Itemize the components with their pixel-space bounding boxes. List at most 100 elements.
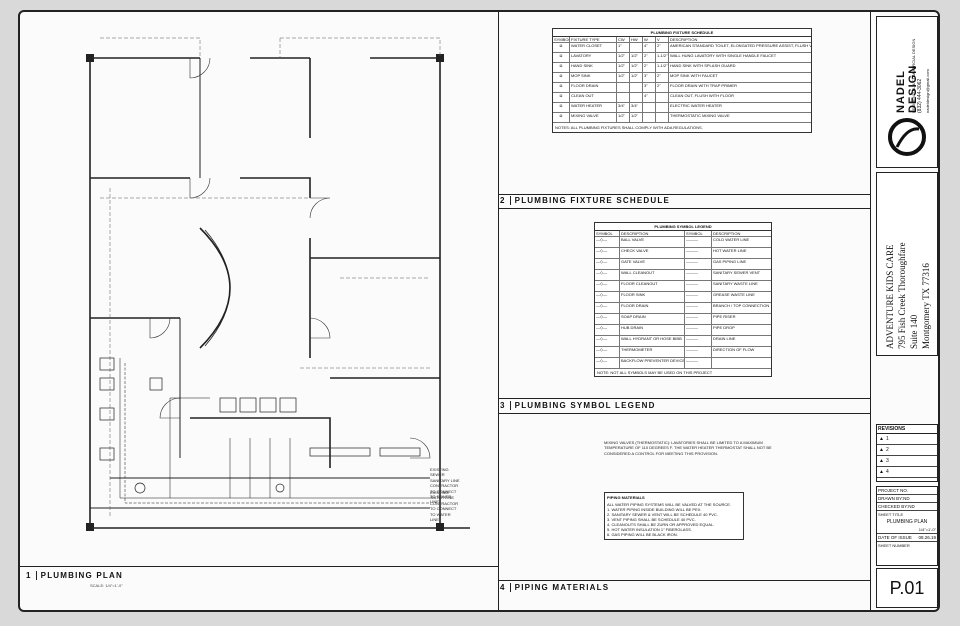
legend-line-icon: ——— [685,314,712,324]
fixture-title-text: PLUMBING FIXTURE SCHEDULE [514,196,670,205]
piping-num: 4 [500,583,511,592]
fixture-desc: THERMOSTATIC MIXING VALVE [670,113,730,118]
fixture-cw: 1" [617,43,630,52]
fixture-w [643,103,656,112]
revision-row: ▲4 [877,467,937,478]
legend-row: —◇—WALL CLEANOUT———SANITARY SEWER VENT [595,270,771,281]
legend-symbol-icon: —◇— [595,292,620,302]
fixture-hw: 1/2" [630,53,643,62]
fixture-header-row: SYMBOL FIXTURE TYPE CW HW W V DESCRIPTIO… [553,37,811,43]
piping-materials-box: PIPING MATERIALS ALL WATER PIPING SYSTEM… [604,492,744,540]
project-city: Montgomery TX 77316 [921,263,931,349]
fixture-cw: 1/2" [617,53,630,62]
fixture-v [656,113,669,122]
project-no: PROJECT NO. [877,487,937,495]
fixture-hw: 1/2" [630,73,643,82]
piping-line: 5. HOT WATER INSULATION 1" FIBERGLASS. [607,527,692,532]
sheet-title: PLUMBING PLAN [886,519,928,525]
project-address-2: Suite 140 [909,314,919,349]
fixture-v: 1-1/2" [656,63,669,72]
revision-triangle-icon: ▲ [879,436,884,442]
revision-triangle-icon: ▲ [879,447,884,453]
fixture-type: WATER CLOSET [570,43,617,52]
fixture-cw: 1/2" [617,63,630,72]
symbol-legend-heading: PLUMBING SYMBOL LEGEND [595,223,771,231]
fixture-desc: CLEAN OUT, FLUSH WITH FLOOR [670,93,735,98]
legend-line-icon: ——— [685,358,712,368]
legend-symbol-icon: —◇— [595,336,620,346]
fixture-hw: 3/4" [630,103,643,112]
legend-col-symbol-2: SYMBOL [685,231,712,236]
fixture-notes: NOTES: ALL PLUMBING FIXTURES SHALL COMPL… [555,125,703,130]
legend-line-icon: ——— [685,303,712,313]
legend-row: —◇—WALL HYDRANT OR HOSE BIBB———DRAIN LIN… [595,336,771,347]
project-address-1: 795 Fish Creek Thoroughfare [897,242,907,349]
legend-desc: DIRECTION OF FLOW [713,347,755,352]
firm-block: NADEL DESIGN RESIDENTIAL & COMMERCIAL DE… [876,16,938,168]
drawing-sheet: EXISTING SEWER SANITARY LINE CONTRACTOR … [18,10,940,612]
fixture-v [656,93,669,102]
water-callout: EXISTING WATER LINE CONTRACTOR TO CONNEC… [430,490,459,522]
fixture-col-type: FIXTURE TYPE [570,37,617,42]
fixture-w: 2" [643,63,656,72]
piping-line: ALL WATER PIPING SYSTEMS WILL BE VALVED … [607,502,732,507]
legend-symbol-icon: —◇— [595,248,620,258]
legend-desc: THERMOMETER [620,347,685,357]
date-value: 08.26.19 [918,535,936,540]
fixture-desc: FLOOR DRAIN WITH TRAP PRIMER [670,83,737,88]
legend-symbol-icon: —◇— [595,303,620,313]
fixture-w: 4" [643,93,656,102]
fixture-v: 2" [656,73,669,82]
legend-desc: PIPE RISER [713,314,736,319]
legend-line-icon: ——— [685,292,712,302]
fixture-hw: 1/2" [630,113,643,122]
fixture-desc: WALL HUNG LAVATORY WITH SINGLE HANDLE FA… [670,53,777,58]
fixture-type: LAVATORY [570,53,617,62]
fixture-hw [630,93,643,102]
legend-symbol-icon: —◇— [595,281,620,291]
fixture-type: HAND SINK [570,63,617,72]
legend-desc: DRAIN LINE [713,336,736,341]
plan-title: 1 PLUMBING PLAN [26,571,123,580]
sheet-title-label: SHEET TITLE [878,512,904,517]
fixture-col-desc: DESCRIPTION [670,37,698,42]
fixture-symbol-icon: ◘ [553,53,570,62]
revision-row: ▲3 [877,456,937,467]
plumbing-floor-plan [86,37,470,531]
legend-row: —◇—FLOOR CLEANOUT———SANITARY WASTE LINE [595,281,771,292]
sheet-number-label: SHEET NUMBER [878,543,910,548]
fixture-symbol-icon: ◘ [553,63,570,72]
piping-line: 6. GAS PIPING WILL BE BLACK IRON. [607,532,678,537]
revision-mark: 4 [885,469,889,475]
legend-symbol-icon: —◇— [595,270,620,280]
symbol-legend-table: PLUMBING SYMBOL LEGEND SYMBOL DESCRIPTIO… [594,222,772,377]
legend-desc: SOAP DRAIN [620,314,685,324]
firm-phone: (832) 444-3062 [917,78,923,113]
fixture-v: 2" [656,83,669,92]
revisions-block: REVISIONS ▲1▲2▲3▲4 [876,424,938,482]
legend-desc: FLOOR DRAIN [620,303,685,313]
fixture-cw [617,83,630,92]
fixture-schedule-heading: PLUMBING FIXTURE SCHEDULE [553,29,811,37]
legend-symbol-icon: —◇— [595,259,620,269]
legend-row: —◇—GATE VALVE———GAS PIPING LINE [595,259,771,270]
legend-desc: BALL VALVE [620,237,685,247]
date-of-issue: DATE OF ISSUE 08.26.19 [877,534,937,542]
revision-triangle-icon: ▲ [879,469,884,475]
revision-mark: 1 [885,436,889,442]
legend-line-icon: ——— [685,270,712,280]
project-name: ADVENTURE KIDS CARE [885,244,895,350]
piping-line: 1. WATER PIPING INSIDE BUILDING WILL BE … [607,507,702,512]
fixture-cw: 1/2" [617,73,630,82]
fixture-col-v: V [656,37,669,42]
fixture-v: 2" [656,43,669,52]
fixture-symbol-icon: ◘ [553,83,570,92]
fixture-w: 3" [643,83,656,92]
